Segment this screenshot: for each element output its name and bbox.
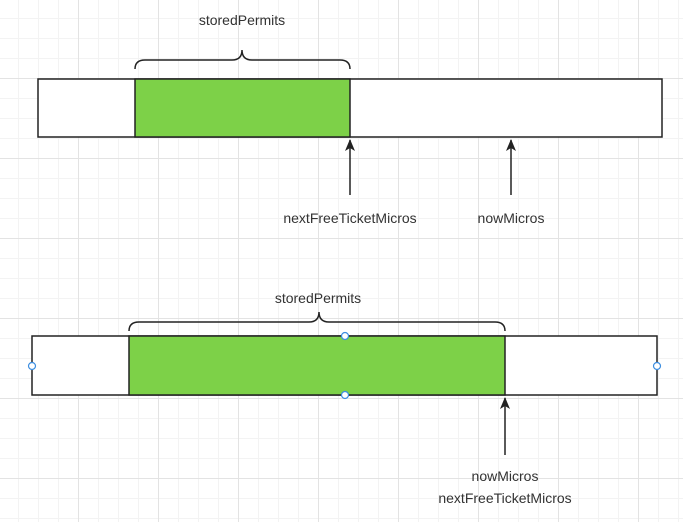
top-stored-permits-label: storedPermits xyxy=(198,12,286,28)
bottom-now-micros-label: nowMicros xyxy=(471,468,539,484)
top-stored-permits-block xyxy=(134,78,351,138)
resize-handle-left[interactable] xyxy=(27,361,37,371)
top-brace xyxy=(134,49,351,70)
resize-handle-right[interactable] xyxy=(652,361,662,371)
bottom-stored-permits-block[interactable] xyxy=(128,335,506,396)
bottom-brace xyxy=(128,311,506,332)
top-next-free-ticket-micros-label: nextFreeTicketMicros xyxy=(283,210,417,226)
resize-handle-top[interactable] xyxy=(340,331,350,341)
resize-handle-bottom[interactable] xyxy=(340,390,350,400)
top-now-micros-label: nowMicros xyxy=(477,210,545,226)
top-diagram xyxy=(37,49,663,195)
bottom-diagram xyxy=(27,311,662,455)
bottom-stored-permits-label: storedPermits xyxy=(274,290,362,306)
bottom-next-free-ticket-micros-label: nextFreeTicketMicros xyxy=(438,490,572,506)
